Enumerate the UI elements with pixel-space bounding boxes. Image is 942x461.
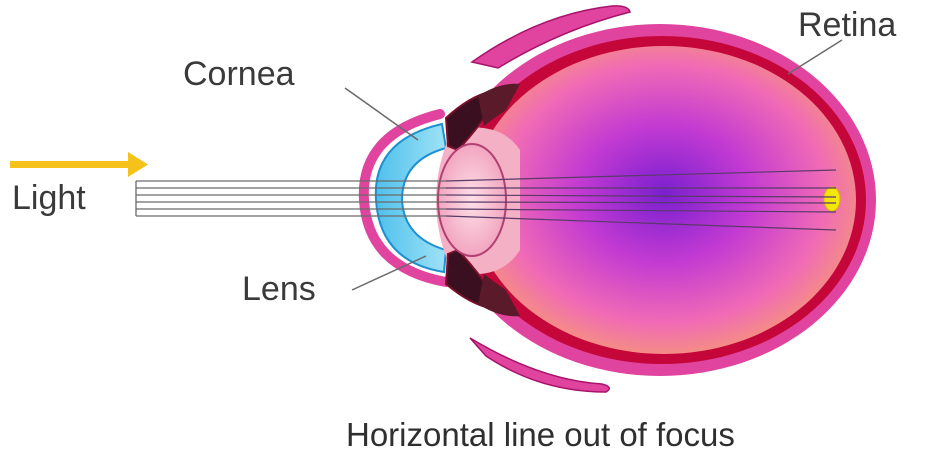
diagram-caption: Horizontal line out of focus xyxy=(346,416,735,453)
ciliary-upper xyxy=(478,83,520,126)
cornea-label: Cornea xyxy=(183,55,295,93)
refracted-rays xyxy=(445,169,837,231)
ciliary-lower xyxy=(478,274,520,317)
cornea-leader xyxy=(344,87,419,141)
lens-leader xyxy=(351,255,427,291)
lens-label: Lens xyxy=(242,270,316,308)
lens xyxy=(437,143,507,257)
light-rays xyxy=(135,180,446,217)
cornea-outer-edge xyxy=(358,109,451,287)
vitreous-body xyxy=(472,46,856,354)
focus-spot xyxy=(823,186,841,212)
upper-eyelid xyxy=(470,5,631,69)
light-arrow xyxy=(10,152,148,177)
lower-eyelid xyxy=(469,337,610,393)
retina-label: Retina xyxy=(798,6,897,44)
cornea xyxy=(374,122,448,274)
light-label: Light xyxy=(12,179,86,217)
retina-leader xyxy=(787,39,843,75)
